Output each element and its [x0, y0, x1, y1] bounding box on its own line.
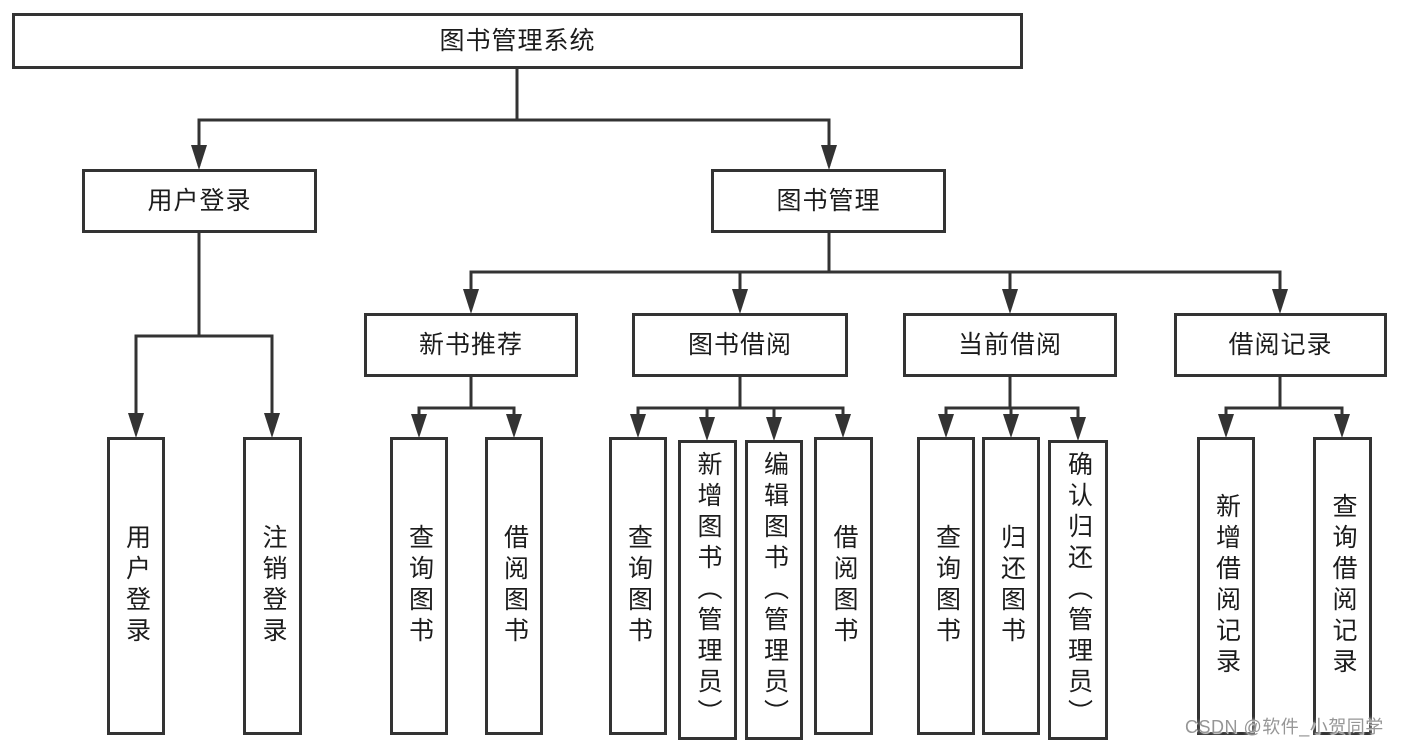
node-borrow-records: 借阅记录	[1174, 313, 1387, 377]
arrow-down-icon	[699, 417, 715, 441]
node-borrow-records-label: 借阅记录	[1228, 330, 1333, 359]
arrowheads	[128, 145, 1350, 441]
leaf-confirm-return-admin-label: 确认归还（管理员）	[1064, 450, 1093, 730]
connector-user-login	[134, 233, 274, 433]
node-book-borrow-label: 图书借阅	[687, 330, 792, 359]
leaf-add-books-admin-label: 新增图书（管理员）	[694, 450, 722, 730]
leaf-add-borrow-record: 新增借阅记录	[1197, 437, 1255, 735]
connector-root	[197, 69, 831, 166]
node-new-book-recommend-label: 新书推荐	[418, 330, 523, 359]
leaf-query-borrow-record: 查询借阅记录	[1313, 437, 1372, 735]
node-book-management-label: 图书管理	[776, 186, 881, 215]
node-user-login-label: 用户登录	[147, 186, 252, 215]
node-root-label: 图书管理系统	[439, 26, 596, 55]
leaf-newbook-query-books-label: 查询图书	[405, 524, 434, 648]
leaf-user-login-label: 用户登录	[122, 524, 151, 648]
arrow-down-icon	[1272, 289, 1288, 314]
arrow-down-icon	[1218, 414, 1234, 438]
arrow-down-icon	[411, 414, 427, 438]
arrow-down-icon	[821, 145, 837, 170]
node-book-management: 图书管理	[711, 169, 946, 233]
arrow-down-icon	[938, 414, 954, 438]
leaf-borrow-query-books: 查询图书	[609, 437, 667, 735]
arrow-down-icon	[1070, 417, 1086, 441]
leaf-logout-label: 注销登录	[259, 524, 287, 648]
connector-book-management	[469, 233, 1282, 309]
arrow-down-icon	[835, 414, 851, 438]
leaf-borrow-books-label: 借阅图书	[830, 524, 858, 648]
arrow-down-icon	[1003, 414, 1019, 438]
leaf-newbook-borrow-books: 借阅图书	[485, 437, 543, 735]
node-current-borrow: 当前借阅	[903, 313, 1117, 377]
leaf-newbook-query-books: 查询图书	[390, 437, 448, 735]
arrow-down-icon	[766, 417, 782, 441]
leaf-edit-books-admin-label: 编辑图书（管理员）	[760, 450, 789, 730]
arrow-down-icon	[630, 414, 646, 438]
node-book-borrow: 图书借阅	[632, 313, 848, 377]
leaf-logout: 注销登录	[243, 437, 302, 735]
node-user-login: 用户登录	[82, 169, 317, 233]
leaf-add-books-admin: 新增图书（管理员）	[678, 440, 737, 740]
connector-book-borrow	[636, 377, 845, 436]
leaf-borrow-books: 借阅图书	[814, 437, 873, 735]
arrow-down-icon	[1334, 414, 1350, 438]
leaf-confirm-return-admin: 确认归还（管理员）	[1048, 440, 1108, 740]
node-new-book-recommend: 新书推荐	[364, 313, 578, 377]
arrow-down-icon	[191, 145, 207, 170]
watermark: CSDN @软件_小贺同学	[1185, 717, 1384, 737]
leaf-add-borrow-record-label: 新增借阅记录	[1212, 493, 1241, 679]
node-current-borrow-label: 当前借阅	[957, 330, 1062, 359]
leaf-edit-books-admin: 编辑图书（管理员）	[745, 440, 803, 740]
node-root: 图书管理系统	[12, 13, 1023, 69]
arrow-down-icon	[1002, 289, 1018, 314]
arrow-down-icon	[463, 289, 479, 314]
arrow-down-icon	[506, 414, 522, 438]
leaf-query-borrow-record-label: 查询借阅记录	[1329, 493, 1357, 679]
connector-new-book	[417, 377, 516, 433]
leaf-newbook-borrow-books-label: 借阅图书	[500, 524, 529, 648]
leaf-return-books-label: 归还图书	[997, 524, 1026, 648]
leaf-user-login: 用户登录	[107, 437, 165, 735]
arrow-down-icon	[264, 413, 280, 438]
arrow-down-icon	[732, 289, 748, 314]
leaf-borrow-query-books-label: 查询图书	[624, 524, 653, 648]
arrow-down-icon	[128, 413, 144, 438]
leaf-current-query-books-label: 查询图书	[932, 524, 961, 648]
connector-borrow-record	[1224, 377, 1344, 433]
leaf-return-books: 归还图书	[982, 437, 1040, 735]
leaf-current-query-books: 查询图书	[917, 437, 975, 735]
